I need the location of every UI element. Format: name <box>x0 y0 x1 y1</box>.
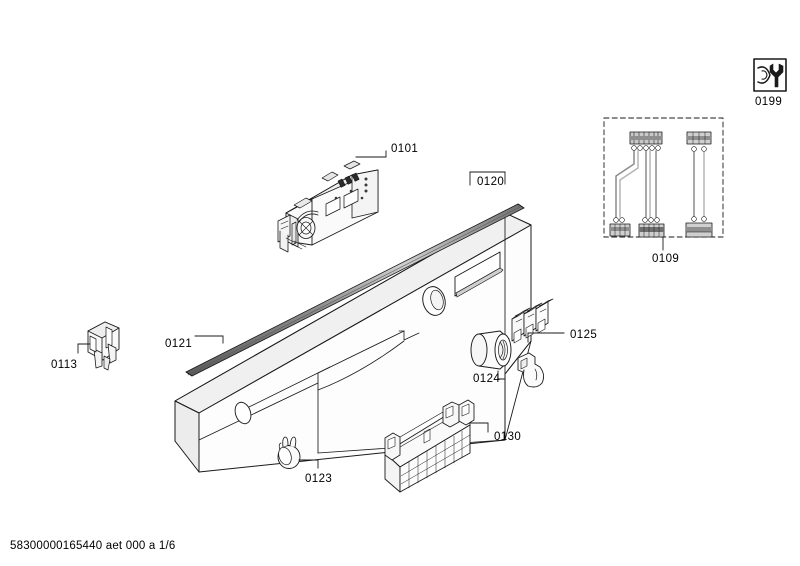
callout-0101: 0101 <box>391 143 419 155</box>
selector-knob-part <box>470 330 512 370</box>
callout-0109: 0109 <box>652 253 680 265</box>
callout-0125: 0125 <box>570 329 598 341</box>
callout-0121: 0121 <box>165 338 193 350</box>
push-button-plunger-part <box>517 352 545 388</box>
sheet-footer-reference: 58300000165440 aet 000 a 1/6 <box>10 540 176 552</box>
grommet-clip-part <box>277 436 301 469</box>
callout-0113: 0113 <box>51 359 78 371</box>
callout-0120: 0120 <box>477 176 505 188</box>
control-module-part <box>277 160 379 253</box>
bracket-clip-part <box>87 321 120 371</box>
wiring-harness-group <box>603 117 724 251</box>
callout-0199: 0199 <box>755 96 783 108</box>
connector-block-part <box>511 298 554 344</box>
leader-lines <box>77 150 565 469</box>
callout-0130: 0130 <box>494 431 522 443</box>
callout-0124: 0124 <box>473 373 501 385</box>
service-tool-icon-box <box>753 58 787 92</box>
harness-b <box>685 131 713 238</box>
harness-a <box>609 131 665 238</box>
trim-strip-part <box>185 203 525 377</box>
callout-0123: 0123 <box>305 473 333 485</box>
grid-bracket-part <box>384 399 475 493</box>
